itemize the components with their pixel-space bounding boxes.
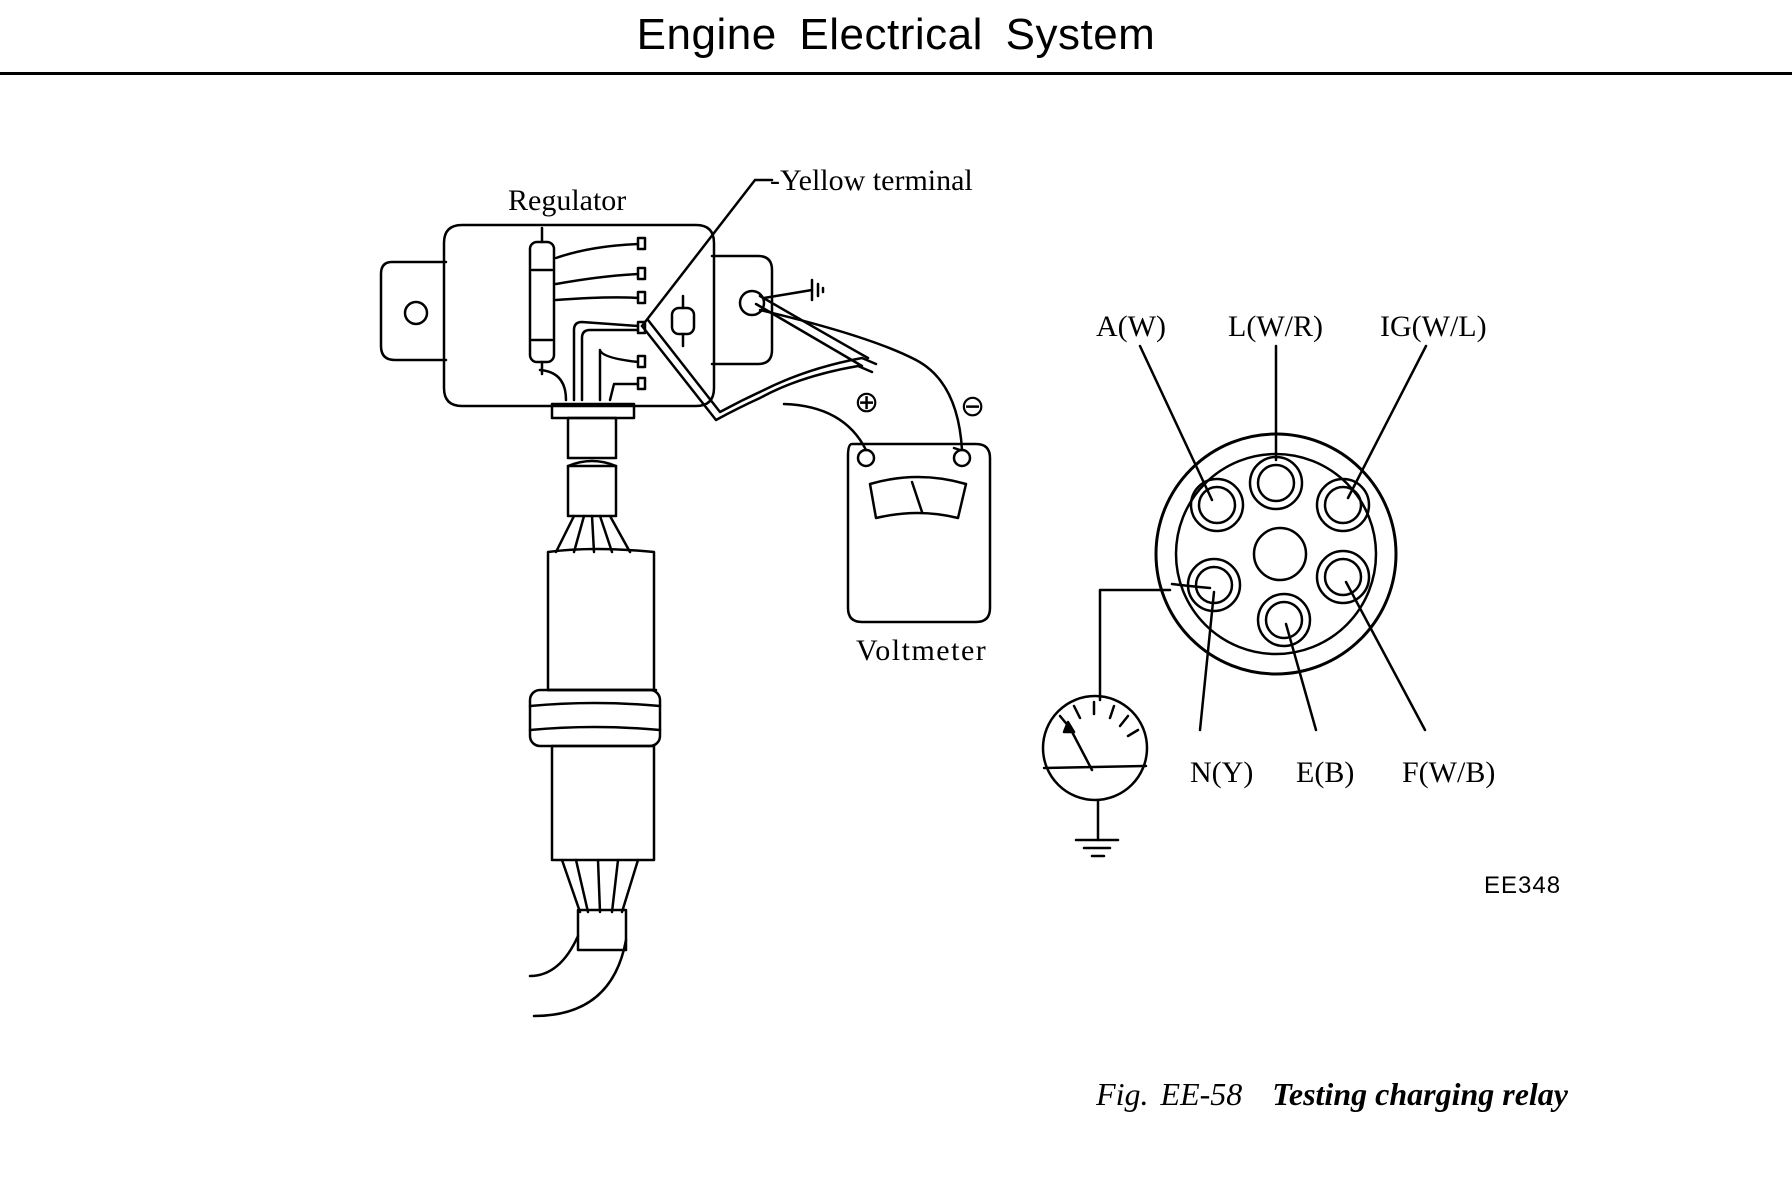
figure-caption: Fig. EE-58 Testing charging relay	[1096, 1076, 1568, 1113]
regulator-label: Regulator	[508, 184, 626, 217]
pin-ig	[1315, 477, 1371, 533]
pin-f	[1315, 549, 1371, 605]
pin-ig-label: IG(W/L)	[1380, 310, 1487, 343]
pin-l	[1248, 455, 1304, 511]
voltmeter	[758, 308, 992, 624]
pin-e	[1256, 592, 1312, 648]
caption-title: Testing charging relay	[1272, 1076, 1568, 1112]
pin-a	[1189, 477, 1245, 533]
wiring-harness	[528, 416, 662, 1018]
pin-center	[1252, 526, 1308, 582]
caption-number: EE-58	[1160, 1076, 1243, 1112]
figure-code: EE348	[1484, 872, 1561, 899]
pin-e-label: E(B)	[1296, 756, 1354, 789]
minus-symbol: ⊖	[960, 390, 985, 423]
pin-a-label: A(W)	[1096, 310, 1166, 343]
regulator-ground-symbol	[762, 278, 825, 302]
pin-l-label: L(W/R)	[1228, 310, 1323, 343]
yellow-terminal-leader	[640, 178, 774, 328]
voltmeter-label: Voltmeter	[856, 634, 987, 667]
connector-face	[1138, 344, 1428, 732]
voltmeter-test-leads	[640, 294, 878, 422]
plus-symbol: ⊕	[854, 386, 879, 419]
header-rule	[0, 72, 1792, 75]
pin-f-label: F(W/B)	[1402, 756, 1495, 789]
regulator	[379, 223, 774, 420]
pin-n-label: N(Y)	[1190, 756, 1253, 789]
page-title: Engine Electrical System	[636, 10, 1156, 59]
test-meter	[1041, 582, 1212, 858]
caption-fig: Fig.	[1096, 1076, 1149, 1112]
yellow-terminal-label: -Yellow terminal	[770, 164, 973, 197]
